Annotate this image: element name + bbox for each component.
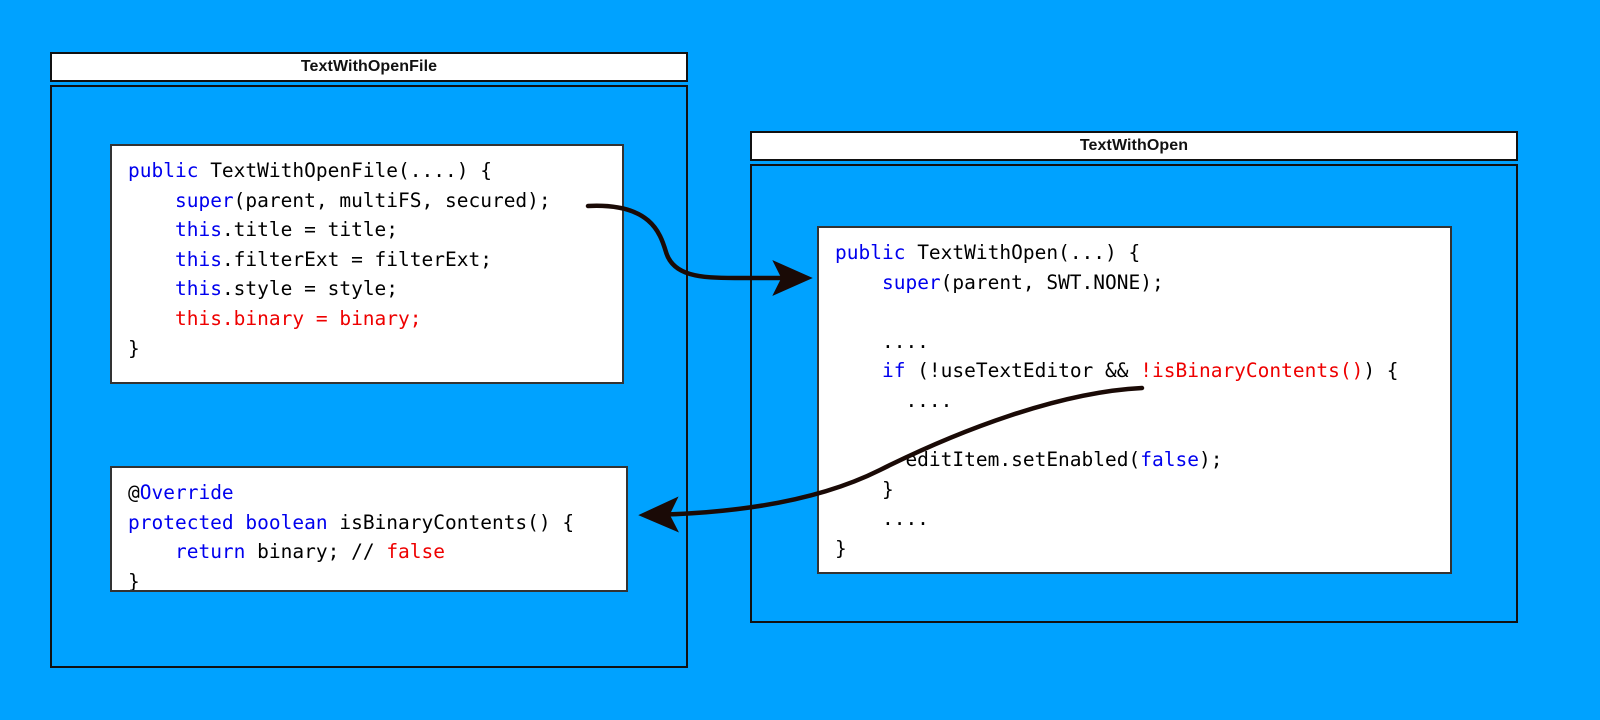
code-line: .... bbox=[835, 388, 953, 412]
code-line: } bbox=[128, 336, 140, 360]
code-line: public TextWithOpenFile(....) { bbox=[128, 159, 492, 182]
code-line: this.style = style; bbox=[174, 277, 399, 301]
code-line bbox=[835, 297, 1436, 327]
code-line: public TextWithOpen(...) { bbox=[835, 241, 1141, 264]
code-line: } bbox=[835, 477, 894, 501]
class-title-text-with-open: TextWithOpen bbox=[750, 131, 1518, 161]
code-line bbox=[835, 416, 1436, 446]
code-line: protected boolean isBinaryContents() { bbox=[128, 510, 575, 534]
code-line: return binary; // false bbox=[174, 540, 446, 564]
class-box-text-with-open: TextWithOpen bbox=[750, 131, 1518, 623]
code-line: this.binary = binary; bbox=[174, 306, 422, 330]
code-line: this.title = title; bbox=[174, 218, 399, 242]
code-block-constructor-twof: public TextWithOpenFile(....) { super(pa… bbox=[110, 144, 624, 384]
code-line: if (!useTextEditor && !isBinaryContents(… bbox=[881, 359, 1399, 383]
class-body-text-with-open-file bbox=[50, 85, 688, 668]
code-line: @Override bbox=[128, 481, 234, 504]
code-line: } bbox=[128, 569, 140, 592]
code-block-constructor-two: public TextWithOpen(...) { super(parent,… bbox=[817, 226, 1452, 574]
code-line: super(parent, SWT.NONE); bbox=[881, 270, 1164, 294]
code-block-is-binary-contents-override: @Override protected boolean isBinaryConte… bbox=[110, 466, 628, 592]
code-line: .... bbox=[835, 329, 929, 353]
code-line: editItem.setEnabled(false); bbox=[835, 448, 1223, 472]
code-line: .... bbox=[835, 507, 929, 531]
class-title-text-with-open-file: TextWithOpenFile bbox=[50, 52, 688, 82]
code-line: this.filterExt = filterExt; bbox=[174, 247, 492, 271]
code-line: super(parent, multiFS, secured); bbox=[174, 188, 551, 212]
code-line: } bbox=[835, 536, 847, 560]
class-box-text-with-open-file: TextWithOpenFile bbox=[50, 52, 688, 668]
